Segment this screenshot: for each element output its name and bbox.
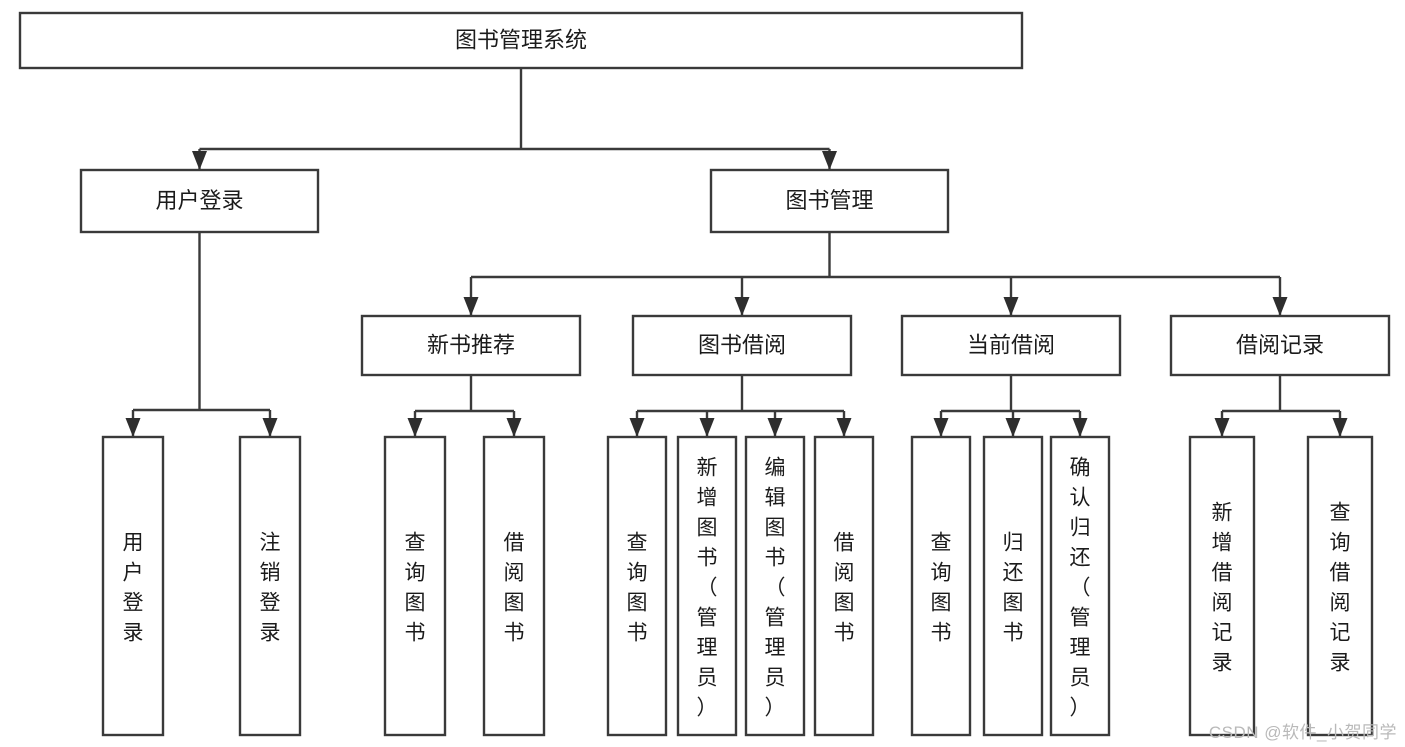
arrow-head-leaf-borrow-book-rec (506, 418, 522, 437)
node-leaf-user-login[interactable]: 用户登录 (101, 435, 165, 737)
arrow-head-leaf-query-book-borrow (629, 418, 645, 437)
node-label-leaf-user-logout: 注销登录 (260, 531, 281, 644)
node-label-leaf-query-borrow-record: 查询借阅记录 (1330, 501, 1351, 674)
arrow-head-new-book-rec (463, 297, 479, 316)
node-box-leaf-borrow-book-borrow (813, 435, 875, 737)
node-box-user-login (79, 168, 320, 234)
arrow-head-leaf-add-book-admin (699, 418, 715, 437)
node-leaf-add-book-admin[interactable]: 新增图书（管理员） (676, 435, 738, 737)
node-current-borrow[interactable]: 当前借阅 (900, 314, 1122, 377)
node-leaf-user-logout[interactable]: 注销登录 (238, 435, 302, 737)
node-root[interactable]: 图书管理系统 (18, 11, 1024, 70)
node-label-user-login: 用户登录 (155, 188, 243, 213)
node-box-leaf-confirm-return-admin (1049, 435, 1111, 737)
node-leaf-query-borrow-record[interactable]: 查询借阅记录 (1306, 435, 1374, 737)
node-label-leaf-edit-book-admin: 编辑图书（管理员） (765, 456, 786, 719)
node-label-new-book-rec: 新书推荐 (427, 332, 515, 357)
arrow-head-leaf-add-borrow-record (1214, 418, 1230, 437)
node-label-leaf-borrow-book-rec: 借阅图书 (504, 531, 525, 644)
node-box-leaf-return-book (982, 435, 1044, 737)
node-label-borrow-record: 借阅记录 (1236, 332, 1324, 357)
arrow-head-current-borrow (1003, 297, 1019, 316)
node-label-leaf-return-book: 归还图书 (1003, 531, 1024, 644)
node-box-leaf-query-book-rec (383, 435, 447, 737)
arrow-head-leaf-confirm-return-admin (1072, 418, 1088, 437)
node-box-leaf-query-book-borrow (606, 435, 668, 737)
arrow-head-leaf-return-book (1005, 418, 1021, 437)
node-label-current-borrow: 当前借阅 (967, 332, 1055, 357)
arrow-head-borrow-record (1272, 297, 1288, 316)
node-box-leaf-add-borrow-record (1188, 435, 1256, 737)
node-leaf-add-borrow-record[interactable]: 新增借阅记录 (1188, 435, 1256, 737)
node-label-leaf-user-login: 用户登录 (123, 531, 144, 644)
node-box-root (18, 11, 1024, 70)
node-leaf-borrow-book-borrow[interactable]: 借阅图书 (813, 435, 875, 737)
node-box-new-book-rec (360, 314, 582, 377)
node-leaf-query-book-borrow[interactable]: 查询图书 (606, 435, 668, 737)
node-label-leaf-borrow-book-borrow: 借阅图书 (834, 531, 855, 644)
node-label-leaf-query-book-cur: 查询图书 (931, 531, 952, 644)
arrow-head-user-login (192, 151, 207, 170)
node-user-login[interactable]: 用户登录 (79, 168, 320, 234)
node-leaf-query-book-rec[interactable]: 查询图书 (383, 435, 447, 737)
arrow-head-leaf-query-borrow-record (1332, 418, 1348, 437)
node-label-leaf-query-book-rec: 查询图书 (405, 531, 426, 644)
node-label-leaf-add-borrow-record: 新增借阅记录 (1212, 501, 1233, 674)
arrow-head-leaf-edit-book-admin (767, 418, 783, 437)
node-box-book-manage (709, 168, 950, 234)
node-label-book-borrow: 图书借阅 (698, 332, 786, 357)
node-borrow-record[interactable]: 借阅记录 (1169, 314, 1391, 377)
arrow-head-leaf-query-book-rec (407, 418, 423, 437)
node-leaf-borrow-book-rec[interactable]: 借阅图书 (482, 435, 546, 737)
arrow-head-leaf-query-book-cur (933, 418, 949, 437)
node-book-manage[interactable]: 图书管理 (709, 168, 950, 234)
node-box-leaf-user-logout (238, 435, 302, 737)
node-label-leaf-query-book-borrow: 查询图书 (627, 531, 648, 644)
node-box-current-borrow (900, 314, 1122, 377)
arrow-head-leaf-user-login (125, 418, 141, 437)
connectors-layer (125, 68, 1348, 437)
node-box-leaf-add-book-admin (676, 435, 738, 737)
arrow-head-book-borrow (734, 297, 750, 316)
arrow-head-leaf-user-logout (262, 418, 278, 437)
node-label-leaf-confirm-return-admin: 确认归还（管理员） (1070, 456, 1091, 719)
node-leaf-return-book[interactable]: 归还图书 (982, 435, 1044, 737)
node-label-leaf-add-book-admin: 新增图书（管理员） (697, 456, 718, 719)
node-box-leaf-query-book-cur (910, 435, 972, 737)
node-label-root: 图书管理系统 (455, 27, 587, 52)
node-leaf-confirm-return-admin[interactable]: 确认归还（管理员） (1049, 435, 1111, 737)
node-new-book-rec[interactable]: 新书推荐 (360, 314, 582, 377)
arrow-head-book-manage (822, 151, 837, 170)
node-box-borrow-record (1169, 314, 1391, 377)
node-leaf-query-book-cur[interactable]: 查询图书 (910, 435, 972, 737)
nodes-layer: 用户登录注销登录查询图书借阅图书查询图书新增图书（管理员）编辑图书（管理员）借阅… (18, 11, 1391, 737)
node-box-leaf-borrow-book-rec (482, 435, 546, 737)
node-leaf-edit-book-admin[interactable]: 编辑图书（管理员） (744, 435, 806, 737)
node-box-leaf-edit-book-admin (744, 435, 806, 737)
node-book-borrow[interactable]: 图书借阅 (631, 314, 853, 377)
arrow-head-leaf-borrow-book-borrow (836, 418, 852, 437)
node-box-book-borrow (631, 314, 853, 377)
node-box-leaf-user-login (101, 435, 165, 737)
node-box-leaf-query-borrow-record (1306, 435, 1374, 737)
node-label-book-manage: 图书管理 (785, 188, 873, 213)
